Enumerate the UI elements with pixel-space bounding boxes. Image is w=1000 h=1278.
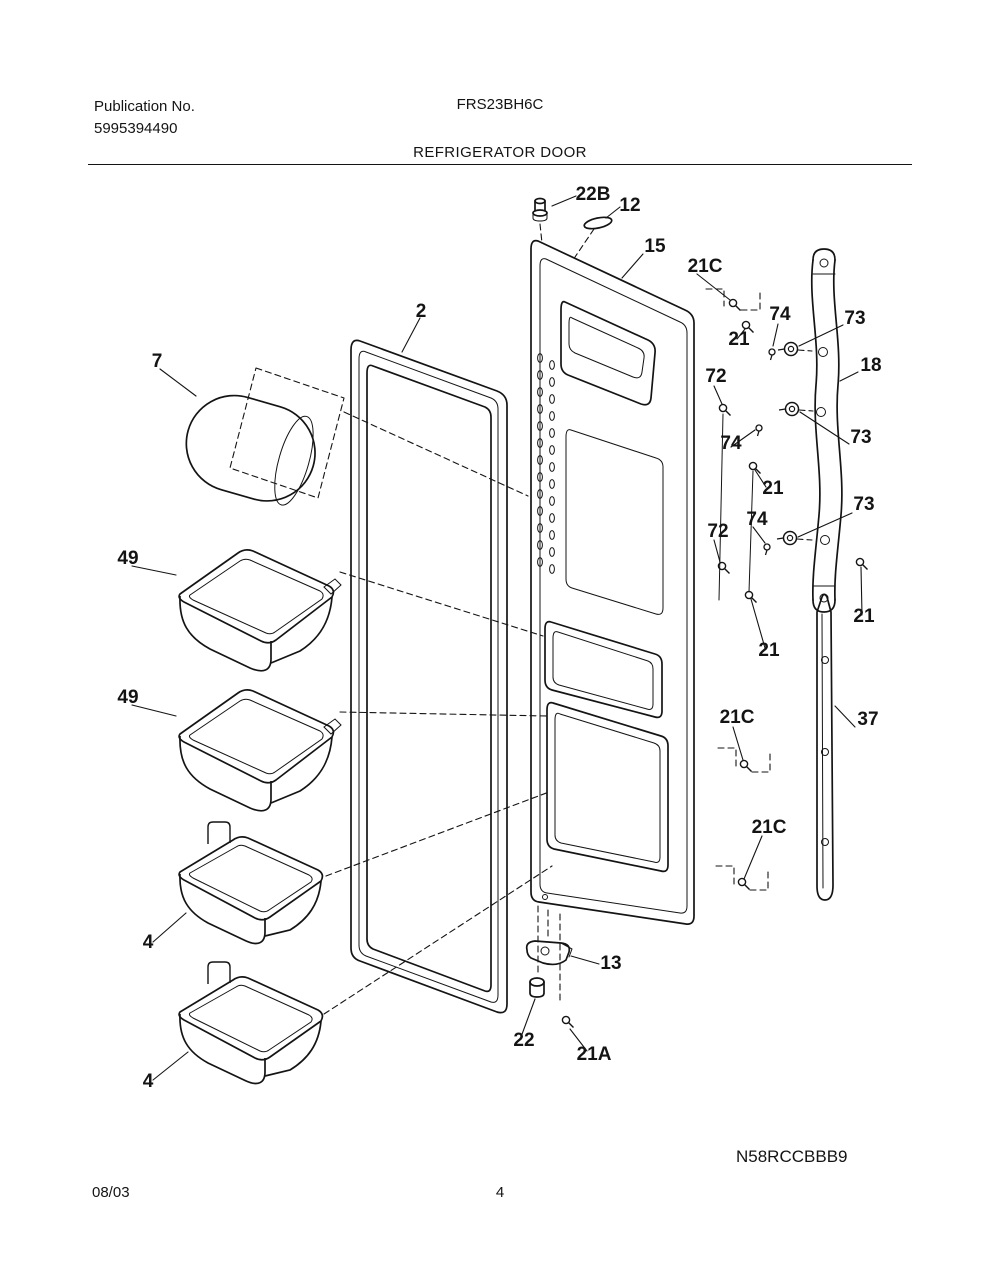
door-gasket (350, 339, 508, 1014)
callout-15: 15 (644, 236, 666, 257)
callout-4-lower: 4 (143, 1071, 154, 1092)
screw-74-mid (755, 424, 763, 437)
callout-18: 18 (860, 355, 881, 376)
screw-21-right (855, 557, 869, 571)
callout-21-lower: 21 (758, 640, 780, 661)
callout-73-mid: 73 (850, 427, 871, 448)
callout-21c-bottom: 21C (752, 817, 787, 838)
screw-21c-top (728, 298, 742, 312)
callout-49-lower: 49 (117, 687, 138, 708)
callout-21-right: 21 (853, 606, 875, 627)
bottom-hinge-parts (525, 940, 575, 1029)
section-title: REFRIGERATOR DOOR (413, 144, 587, 161)
screw-73-mid (778, 401, 800, 417)
callout-49-upper: 49 (117, 548, 138, 569)
screw-74-top (768, 348, 776, 361)
callout-12: 12 (619, 195, 640, 216)
publication-block: Publication No. 5995394490 (94, 96, 195, 140)
footer-date: 08/03 (92, 1184, 130, 1201)
callout-73-bottom: 73 (853, 494, 874, 515)
screw-74-bottom (763, 543, 771, 556)
diagram-code: N58RCCBBB9 (736, 1147, 848, 1166)
hinge-cap (583, 216, 613, 230)
callout-4-upper: 4 (143, 932, 154, 953)
cylindrical-bin-part (185, 394, 316, 506)
screw-21c-bottom (737, 877, 751, 891)
callout-21a: 21A (577, 1044, 612, 1065)
dairy-bin-lower (178, 689, 342, 812)
callout-2: 2 (416, 301, 427, 322)
dairy-bin-upper (178, 549, 342, 672)
shelf-support-tabs (537, 353, 555, 574)
title-rule (88, 164, 912, 165)
screw-73-top (777, 341, 799, 357)
screw-21c-mid (739, 759, 753, 773)
alignment-dashes (229, 223, 814, 1015)
model-number: FRS23BH6C (456, 96, 544, 113)
callout-21c-mid: 21C (720, 707, 755, 728)
door-handle-trim (810, 248, 843, 613)
screw-21a (561, 1015, 575, 1029)
callout-22: 22 (513, 1030, 534, 1051)
screw-73-bottom (776, 530, 798, 546)
callout-74-bottom: 74 (746, 509, 768, 530)
lower-door-trim (816, 593, 834, 901)
door-panel (530, 239, 695, 925)
screw-72-top (718, 403, 732, 417)
top-hinge-pin (532, 197, 548, 222)
callout-73-top: 73 (844, 308, 865, 329)
publication-number: 5995394490 (94, 120, 178, 137)
callout-leader-lines (131, 195, 863, 1081)
callout-72-bottom: 72 (707, 521, 728, 542)
footer-page-number: 4 (495, 1184, 505, 1201)
door-shelf-bin-lower (178, 961, 324, 1085)
callout-13: 13 (600, 953, 621, 974)
callout-74-top: 74 (769, 304, 791, 325)
door-shelf-bin-upper (178, 821, 324, 945)
callout-37: 37 (857, 709, 878, 730)
part-callouts: 22B 12 15 21C 2 7 74 73 21 72 18 74 73 2… (117, 184, 881, 1092)
callout-7: 7 (152, 351, 163, 372)
publication-label: Publication No. (94, 98, 195, 115)
fasteners (717, 298, 869, 891)
callout-21-mid: 21 (762, 478, 784, 499)
screw-21-lower (744, 590, 758, 604)
callout-21c-top: 21C (688, 256, 723, 277)
callout-22b: 22B (576, 184, 611, 205)
callout-21-top: 21 (728, 329, 750, 350)
callout-72-top: 72 (705, 366, 726, 387)
screw-21-mid (748, 461, 762, 475)
callout-74-mid: 74 (720, 433, 742, 454)
